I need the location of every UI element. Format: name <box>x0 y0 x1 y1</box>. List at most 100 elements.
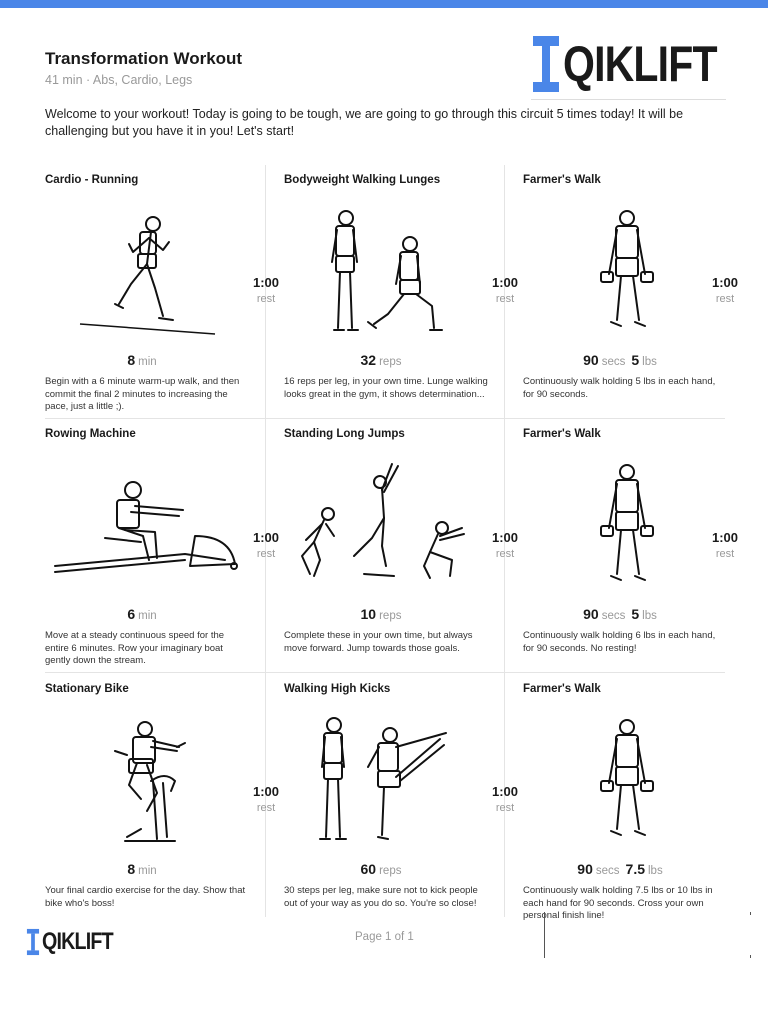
row-divider <box>45 418 725 419</box>
stationary-bike-figure-icon <box>114 721 186 842</box>
rest-label: rest <box>715 548 735 560</box>
exercise-description: Continuously walk holding 7.5 lbs or 10 … <box>523 885 713 921</box>
rest-time: 1:00 <box>252 784 280 799</box>
metric-unit: lbs <box>648 865 663 877</box>
lunge-figure-icon <box>331 210 443 331</box>
exercise-description: Move at a steady continuous speed for th… <box>45 630 225 666</box>
exercise-description: Your final cardio exercise for the day. … <box>45 885 246 909</box>
exercise-description: 30 steps per leg, make sure not to kick … <box>284 885 478 909</box>
exercise-description: Continuously walk holding 6 lbs in each … <box>523 630 716 654</box>
metric-unit: lbs <box>642 610 657 622</box>
metric-value: 8 <box>127 352 136 368</box>
rest-label: rest <box>715 293 735 305</box>
exercise-title: Cardio - Running <box>45 174 139 186</box>
metric-value: 90 <box>583 606 599 622</box>
rest-indicator: 1:00 rest <box>480 530 530 562</box>
page-title: Transformation Workout <box>45 49 243 68</box>
exercise-description: Complete these in your own time, but alw… <box>284 630 473 654</box>
metric-value: 5 <box>631 352 640 368</box>
footer-logo: QIKLIFT <box>26 928 128 956</box>
rest-indicator: 1:00 rest <box>700 275 750 307</box>
rest-time: 1:00 <box>252 530 280 545</box>
rest-label: rest <box>256 293 276 305</box>
rest-time: 1:00 <box>711 275 739 290</box>
row-divider <box>45 672 725 673</box>
exercise-title: Bodyweight Walking Lunges <box>284 174 441 186</box>
long-jump-figure-icon <box>301 463 465 579</box>
rowing-machine-figure-icon <box>54 481 238 573</box>
metric-value: 6 <box>127 606 136 622</box>
rest-label: rest <box>495 802 515 814</box>
metric-unit: lbs <box>642 356 657 368</box>
rest-indicator: 1:00 rest <box>700 530 750 562</box>
rest-label: rest <box>495 293 515 305</box>
crop-mark <box>750 955 751 958</box>
exercise-title: Rowing Machine <box>45 428 136 440</box>
exercise-description: Continuously walk holding 5 lbs in each … <box>523 376 716 400</box>
logo-text: QIKLIFT <box>563 36 718 92</box>
column-divider <box>504 165 505 917</box>
rest-indicator: 1:00 rest <box>480 275 530 307</box>
metric-value: 10 <box>360 606 377 622</box>
rest-time: 1:00 <box>711 530 739 545</box>
metric-unit: min <box>138 610 157 622</box>
metric-value: 8 <box>127 861 136 877</box>
high-kick-figure-icon <box>319 717 447 840</box>
metric-value: 32 <box>360 352 377 368</box>
metric-value: 7.5 <box>625 861 645 877</box>
metric-unit: reps <box>379 865 402 877</box>
exercise-description: Begin with a 6 minute warm-up walk, and … <box>45 376 240 412</box>
exercise-title: Farmer's Walk <box>523 428 601 440</box>
metric-unit: secs <box>601 356 626 368</box>
dumbbell-icon <box>26 928 40 956</box>
rest-label: rest <box>256 802 276 814</box>
crop-mark <box>544 912 545 958</box>
farmer-walk-figure-icon <box>600 719 654 836</box>
logo-underline <box>531 99 726 100</box>
exercise-description: 16 reps per leg, in your own time. Lunge… <box>284 376 488 400</box>
rest-indicator: 1:00 rest <box>241 784 291 816</box>
farmer-walk-figure-icon <box>600 464 654 581</box>
exercise-title: Farmer's Walk <box>523 683 601 695</box>
exercise-title: Standing Long Jumps <box>284 428 405 440</box>
column-divider <box>265 165 266 917</box>
rest-time: 1:00 <box>491 784 519 799</box>
metric-value: 5 <box>631 606 640 622</box>
metric-unit: secs <box>601 610 626 622</box>
exercise-title: Farmer's Walk <box>523 174 601 186</box>
metric-unit: min <box>138 865 157 877</box>
metric-value: 90 <box>577 861 593 877</box>
intro-text: Welcome to your workout! Today is going … <box>45 107 684 138</box>
metric-unit: reps <box>379 356 402 368</box>
rest-indicator: 1:00 rest <box>241 275 291 307</box>
crop-mark <box>750 912 751 915</box>
metric-unit: min <box>138 356 157 368</box>
page-number: Page 1 of 1 <box>355 931 414 943</box>
dumbbell-icon <box>533 36 559 92</box>
metric-value: 60 <box>360 861 377 877</box>
runner-figure-icon <box>79 216 216 335</box>
metric-value: 90 <box>583 352 599 368</box>
rest-time: 1:00 <box>491 530 519 545</box>
rest-label: rest <box>495 548 515 560</box>
exercise-title: Stationary Bike <box>45 683 129 695</box>
accent-bar <box>0 0 768 8</box>
rest-time: 1:00 <box>252 275 280 290</box>
metric-unit: secs <box>595 865 620 877</box>
page-subtitle: 41 min · Abs, Cardio, Legs <box>45 73 193 87</box>
exercise-title: Walking High Kicks <box>284 683 391 695</box>
brand-logo: QIKLIFT <box>531 34 750 94</box>
rest-indicator: 1:00 rest <box>480 784 530 816</box>
metric-unit: reps <box>379 610 402 622</box>
rest-label: rest <box>256 548 276 560</box>
rest-indicator: 1:00 rest <box>241 530 291 562</box>
